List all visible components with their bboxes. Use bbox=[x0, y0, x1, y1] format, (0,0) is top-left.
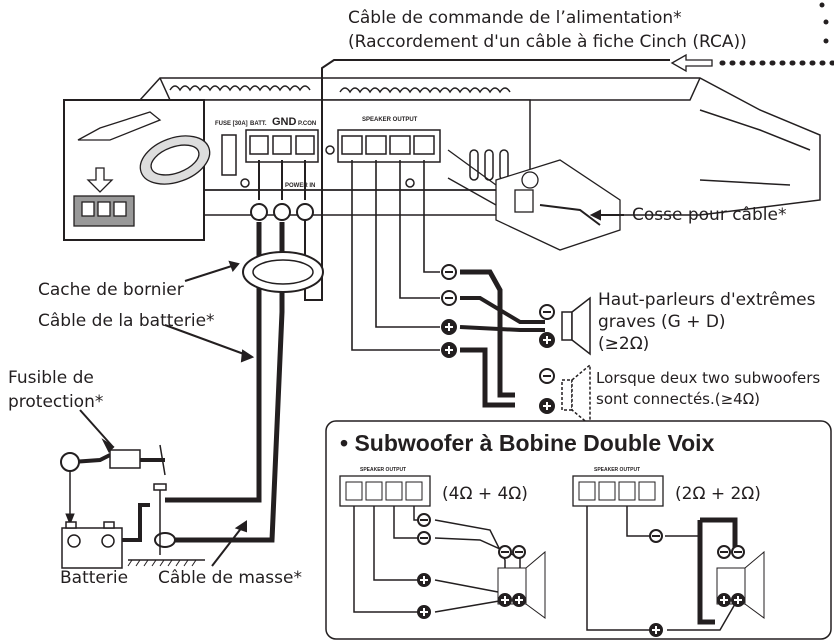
leader-lines bbox=[79, 209, 624, 567]
fuse-label-line1: Fusible de bbox=[8, 368, 94, 388]
power-control-label-line1: Câble de commande de l’alimentation* bbox=[348, 8, 682, 28]
panel-left-impedance: (4Ω + 4Ω) bbox=[442, 484, 528, 504]
two-subwoofers-label-line2: sont connectés.(≥4Ω) bbox=[596, 390, 761, 408]
fuse-label-line2: protection* bbox=[8, 392, 104, 412]
power-in-label: POWER IN bbox=[285, 183, 316, 189]
pcon-label: P.CON bbox=[298, 121, 317, 127]
amplifier bbox=[139, 77, 821, 216]
polarity-symbols bbox=[441, 264, 555, 414]
subwoofer-speaker bbox=[561, 296, 591, 427]
battery-assembly bbox=[60, 444, 205, 569]
gnd-label: GND bbox=[272, 116, 297, 128]
speaker-output-label: SPEAKER OUTPUT bbox=[362, 117, 418, 123]
two-subwoofers-label-line1: Lorsque deux two subwoofers bbox=[596, 369, 821, 387]
batt-label: BATT. bbox=[250, 121, 267, 127]
dual-voice-coil-panel bbox=[325, 420, 832, 640]
cable-lug-inset bbox=[447, 149, 621, 251]
speaker-wires bbox=[351, 160, 545, 408]
battery-cable-label: Câble de la batterie* bbox=[38, 311, 215, 331]
subwoofer-label-line3: (≥2Ω) bbox=[598, 334, 650, 354]
panel-title: • Subwoofer à Bobine Double Voix bbox=[340, 430, 715, 456]
subwoofer-label-line1: Haut-parleurs d'extrêmes bbox=[598, 290, 816, 310]
panel-right-impedance: (2Ω + 2Ω) bbox=[675, 484, 761, 504]
power-wires bbox=[165, 59, 670, 543]
subwoofer-label-line2: graves (G + D) bbox=[598, 312, 726, 332]
terminal-cover-label: Cache de bornier bbox=[38, 280, 184, 300]
battery-label: Batterie bbox=[60, 568, 129, 588]
panel-left-speaker-output: SPEAKER OUTPUT bbox=[360, 467, 407, 473]
power-control-label-line2: (Raccordement d'un câble à fiche Cinch (… bbox=[348, 32, 747, 52]
ground-cable-label: Câble de masse* bbox=[158, 568, 302, 588]
fuse-label: FUSE [30A] bbox=[215, 121, 248, 127]
cable-lug-label: Cosse pour câble* bbox=[632, 205, 787, 225]
panel-right-speaker-output: SPEAKER OUTPUT bbox=[594, 467, 641, 473]
power-control-arrow bbox=[670, 2, 834, 73]
terminal-cover-inset bbox=[63, 99, 211, 241]
